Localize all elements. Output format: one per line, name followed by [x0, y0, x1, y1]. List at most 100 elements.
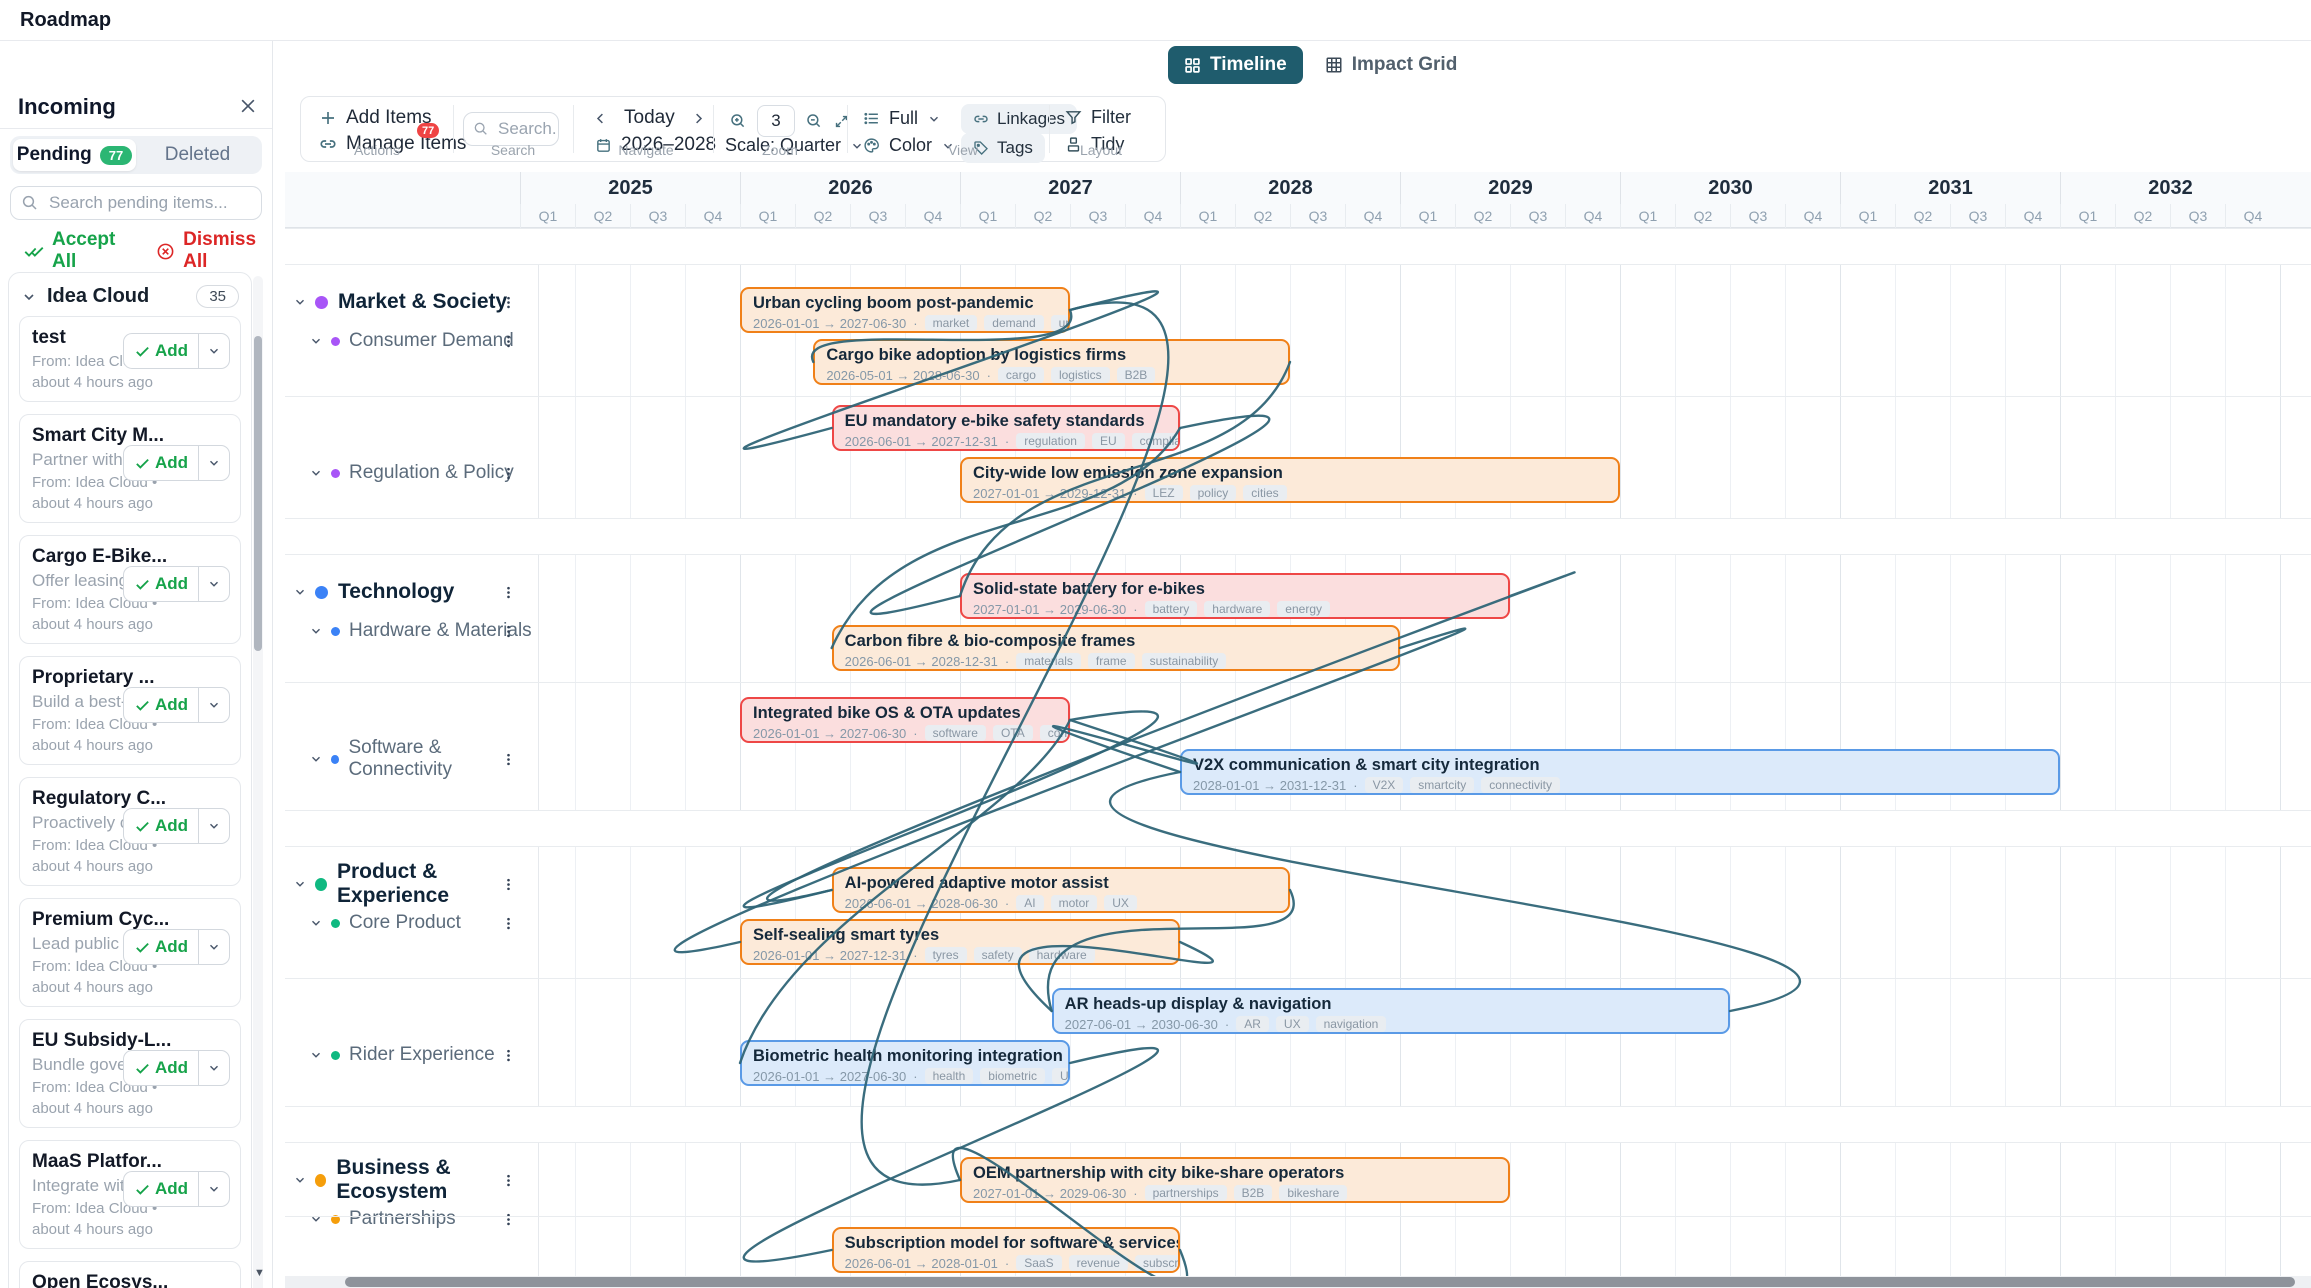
toolbar-search-input[interactable]: [496, 118, 560, 140]
kebab-menu-icon[interactable]: [501, 624, 516, 639]
chevron-right-icon[interactable]: [691, 111, 706, 126]
chevron-down-icon[interactable]: [309, 916, 323, 930]
chevron-down-icon[interactable]: [199, 819, 229, 833]
timeline-item-bar[interactable]: Subscription model for software & servic…: [831, 1227, 1180, 1273]
chevron-down-icon[interactable]: [199, 698, 229, 712]
kebab-menu-icon[interactable]: [501, 585, 516, 600]
lane-row[interactable]: Software & Connectivity: [285, 737, 538, 780]
add-item-button[interactable]: Add: [122, 808, 230, 844]
chevron-down-icon[interactable]: [309, 334, 323, 348]
kebab-menu-icon[interactable]: [501, 1212, 516, 1227]
kebab-menu-icon[interactable]: [501, 877, 516, 892]
idea-cloud-header[interactable]: Idea Cloud 35: [9, 273, 251, 316]
close-icon[interactable]: [238, 96, 258, 116]
kebab-menu-icon[interactable]: [501, 334, 516, 349]
collapse-all-button[interactable]: Collapse All: [299, 236, 423, 258]
tab-impact-grid[interactable]: Impact Grid: [1321, 46, 1462, 84]
tab-deleted[interactable]: Deleted: [136, 139, 259, 171]
kebab-menu-icon[interactable]: [501, 916, 516, 931]
chevron-down-icon[interactable]: [293, 877, 307, 891]
expand-icon[interactable]: [833, 113, 850, 130]
add-item-button[interactable]: Add: [122, 445, 230, 481]
accept-all-button[interactable]: Accept All: [24, 229, 132, 273]
add-item-button[interactable]: Add: [122, 1171, 230, 1207]
chevron-down-icon[interactable]: [199, 577, 229, 591]
group-row[interactable]: Market & Society: [285, 284, 538, 320]
add-item-button[interactable]: Add: [122, 566, 230, 602]
chevron-down-icon[interactable]: [309, 752, 323, 766]
zoom-out-icon[interactable]: [805, 112, 823, 130]
pending-item-card: EU Subsidy-L...Bundle govern...From: Ide…: [19, 1019, 241, 1128]
tags-toggle[interactable]: Tags: [961, 133, 1045, 163]
chevron-down-icon[interactable]: [309, 466, 323, 480]
chevron-down-icon[interactable]: [309, 1212, 323, 1226]
add-item-button[interactable]: Add: [122, 687, 230, 723]
lane-row[interactable]: Core Product: [285, 908, 538, 938]
lane-row[interactable]: Partnerships: [285, 1204, 538, 1234]
quarter-label: Q3: [1070, 204, 1125, 228]
kebab-menu-icon[interactable]: [501, 752, 516, 767]
chevron-down-icon[interactable]: [199, 1061, 229, 1075]
tab-timeline[interactable]: Timeline: [1168, 46, 1303, 84]
lane-row[interactable]: Consumer Demand: [285, 326, 538, 356]
chevron-down-icon[interactable]: [309, 624, 323, 638]
dismiss-all-button[interactable]: Dismiss All: [156, 229, 272, 273]
horizontal-scrollbar[interactable]: [285, 1276, 2311, 1288]
add-items-button[interactable]: Add Items: [319, 107, 432, 129]
horizontal-scrollbar-thumb[interactable]: [345, 1277, 2295, 1287]
zoom-in-icon[interactable]: [729, 112, 747, 130]
group-row[interactable]: Business & Ecosystem: [285, 1156, 538, 1203]
add-item-button[interactable]: Add: [122, 1050, 230, 1086]
lane-row[interactable]: Hardware & Materials: [285, 616, 538, 646]
chevron-down-icon[interactable]: [293, 295, 307, 309]
chevron-down-icon[interactable]: [199, 1182, 229, 1196]
scroll-down-icon[interactable]: ▼: [254, 1267, 265, 1279]
sidebar-scrollbar-thumb[interactable]: [254, 336, 262, 651]
kebab-menu-icon[interactable]: [501, 295, 516, 310]
lane-row[interactable]: Rider Experience: [285, 1040, 538, 1070]
group-row[interactable]: Product & Experience: [285, 860, 538, 907]
linkages-toggle[interactable]: Linkages: [961, 104, 1078, 134]
lane-row[interactable]: Regulation & Policy: [285, 458, 538, 488]
tab-pending[interactable]: Pending 77: [13, 139, 136, 171]
group-row[interactable]: Technology: [285, 574, 538, 610]
add-item-button[interactable]: Add: [122, 333, 230, 369]
kebab-menu-icon[interactable]: [501, 1173, 516, 1188]
chevron-down-icon[interactable]: [199, 940, 229, 954]
timeline-item-bar[interactable]: OEM partnership with city bike-share ope…: [960, 1157, 1510, 1203]
item-tag: SaaS: [1016, 1255, 1062, 1271]
kebab-menu-icon[interactable]: [501, 1048, 516, 1063]
add-item-button[interactable]: Add: [122, 929, 230, 965]
date-range-button[interactable]: 2026–2028: [595, 134, 716, 156]
sidebar-scrollbar[interactable]: [253, 276, 263, 1288]
pending-item-title: MaaS Platfor...: [32, 1151, 162, 1172]
chevron-down-icon[interactable]: [199, 344, 229, 358]
today-button[interactable]: Today: [624, 107, 675, 128]
color-dropdown[interactable]: Color: [863, 135, 955, 156]
tidy-button[interactable]: Tidy: [1065, 134, 1124, 155]
filter-button[interactable]: Filter: [1065, 107, 1131, 128]
scale-dropdown[interactable]: Scale: Quarter: [725, 135, 864, 156]
manage-items-button[interactable]: Manage Items: [319, 133, 466, 155]
chevron-down-icon[interactable]: [293, 585, 307, 599]
full-dropdown[interactable]: Full: [863, 108, 941, 129]
zoom-level-input[interactable]: [757, 105, 795, 137]
chevron-down-icon[interactable]: [309, 1048, 323, 1062]
kebab-menu-icon[interactable]: [501, 466, 516, 481]
chevron-down-icon[interactable]: [293, 1173, 307, 1187]
chevron-left-icon[interactable]: [593, 111, 608, 126]
pending-search-input[interactable]: [47, 192, 272, 214]
timeline-item-bar[interactable]: V2X communication & smart city integrati…: [1180, 749, 2060, 795]
chevron-down-icon[interactable]: [199, 456, 229, 470]
